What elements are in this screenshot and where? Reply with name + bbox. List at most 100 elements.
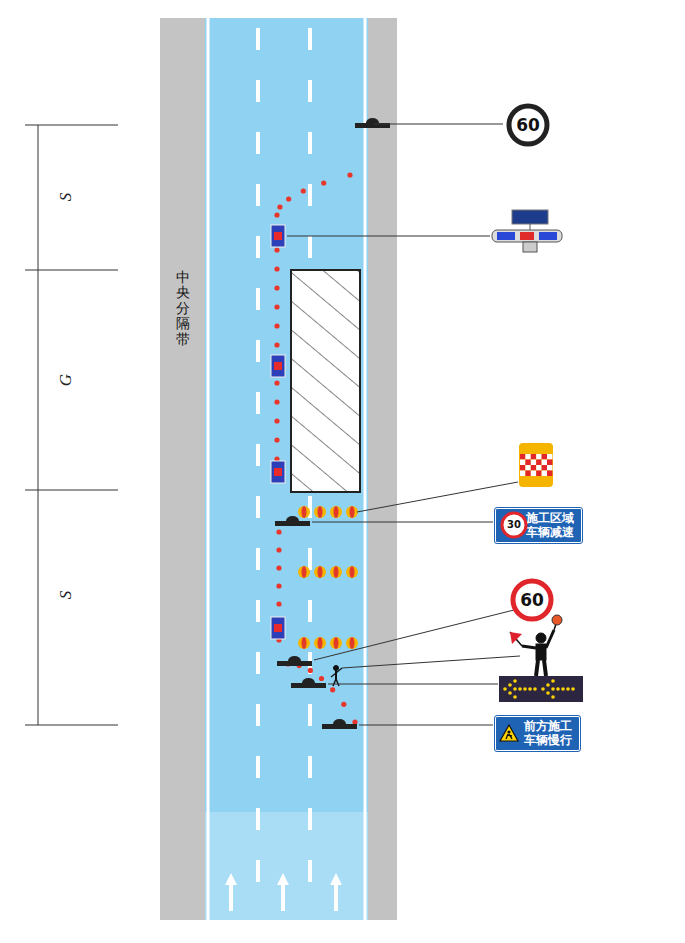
flashing-light	[271, 225, 285, 247]
median-label: 中央分隔带	[176, 270, 190, 347]
traffic-cone	[274, 323, 279, 328]
dimension-lines	[25, 125, 118, 725]
water-barrel	[298, 566, 310, 578]
work-area-hatch	[291, 270, 360, 492]
traffic-cone	[274, 285, 279, 290]
water-barrel	[346, 566, 358, 578]
flashing-light	[271, 461, 285, 483]
speed-number: 60	[520, 592, 544, 609]
traffic-cone	[274, 399, 279, 404]
sign-post	[275, 516, 310, 526]
lane-dash	[308, 860, 312, 882]
water-barrel	[346, 506, 358, 518]
lane-arrows	[225, 873, 342, 911]
lane-dash	[256, 496, 260, 518]
water-barrel	[330, 566, 342, 578]
carriageway-end	[205, 812, 368, 920]
lane-dash	[308, 28, 312, 50]
lane-dash	[308, 756, 312, 778]
traffic-cone	[274, 342, 279, 347]
water-barrel	[314, 637, 326, 649]
lane-dash	[256, 444, 260, 466]
water-barrel	[314, 506, 326, 518]
warning-lights	[271, 225, 285, 639]
dimension-label: S	[56, 591, 76, 600]
flashing-light	[271, 355, 285, 377]
traffic-cone	[301, 188, 306, 193]
speed-number: 60	[516, 117, 540, 134]
cones	[274, 172, 357, 724]
sign-post	[277, 656, 312, 666]
lane-dash	[256, 808, 260, 830]
traffic-cone	[274, 437, 279, 442]
traffic-cone	[276, 547, 281, 552]
median-band: 中央分隔带	[160, 18, 205, 920]
traffic-cone	[347, 172, 352, 177]
lane-dash	[256, 132, 260, 154]
traffic-cone	[274, 212, 279, 217]
lane-dash	[256, 756, 260, 778]
dimension-label: G	[56, 374, 76, 386]
lane-dash	[256, 80, 260, 102]
water-barrel	[330, 506, 342, 518]
traffic-cone	[321, 180, 326, 185]
speed-number: 30	[507, 520, 521, 530]
lane-dash	[256, 28, 260, 50]
shoulder	[368, 18, 397, 920]
lane-dash	[256, 340, 260, 362]
lane-dash	[308, 704, 312, 726]
traffic-cone	[308, 668, 313, 673]
traffic-cone	[352, 719, 357, 724]
water-barrel	[298, 506, 310, 518]
barrel-icon	[519, 443, 553, 487]
traffic-cone	[274, 380, 279, 385]
traffic-cone	[276, 565, 281, 570]
solar-light-icon	[492, 210, 562, 252]
carriageway	[205, 18, 368, 920]
sign-text: 施工区域 车辆减速	[524, 511, 576, 540]
lane-dash	[256, 236, 260, 258]
work-area	[291, 270, 360, 492]
edge-line	[364, 18, 367, 920]
traffic-cone	[274, 304, 279, 309]
lane-dash	[256, 652, 260, 674]
speed-limit-sign: 30	[500, 511, 528, 539]
traffic-cone	[286, 196, 291, 201]
traffic-cone	[319, 676, 324, 681]
sign-text: 前方施工 车辆慢行	[522, 719, 574, 748]
lane-dash	[256, 860, 260, 882]
speed-limit-sign: 60	[506, 103, 550, 147]
lane-dash	[256, 288, 260, 310]
lane-dash	[256, 184, 260, 206]
water-barrel	[314, 566, 326, 578]
lane-dash	[308, 184, 312, 206]
traffic-cone	[277, 204, 282, 209]
traffic-cone	[276, 601, 281, 606]
traffic-cone	[274, 266, 279, 271]
sign-post	[291, 678, 326, 688]
dimension-label: S	[56, 193, 76, 202]
water-barrel	[346, 637, 358, 649]
lane-dash	[256, 704, 260, 726]
traffic-cone	[274, 247, 279, 252]
warning-sign: 前方施工 车辆慢行	[495, 716, 580, 751]
traffic-cone	[276, 529, 281, 534]
lane-dash	[308, 548, 312, 570]
leader-lines	[287, 124, 520, 725]
lane-dash	[308, 600, 312, 622]
warning-sign: 施工区域 车辆减速30	[495, 508, 582, 543]
sign-post	[355, 118, 390, 128]
lane-dash	[256, 548, 260, 570]
barrels	[298, 506, 358, 649]
flagman-on-road	[331, 666, 342, 687]
traffic-cone	[330, 687, 335, 692]
flagman-icon	[510, 615, 562, 676]
edge-line	[207, 18, 210, 920]
lane-dash	[308, 236, 312, 258]
lane-dash	[256, 392, 260, 414]
traffic-cone	[276, 583, 281, 588]
water-barrel	[298, 637, 310, 649]
sign-post	[322, 719, 357, 729]
